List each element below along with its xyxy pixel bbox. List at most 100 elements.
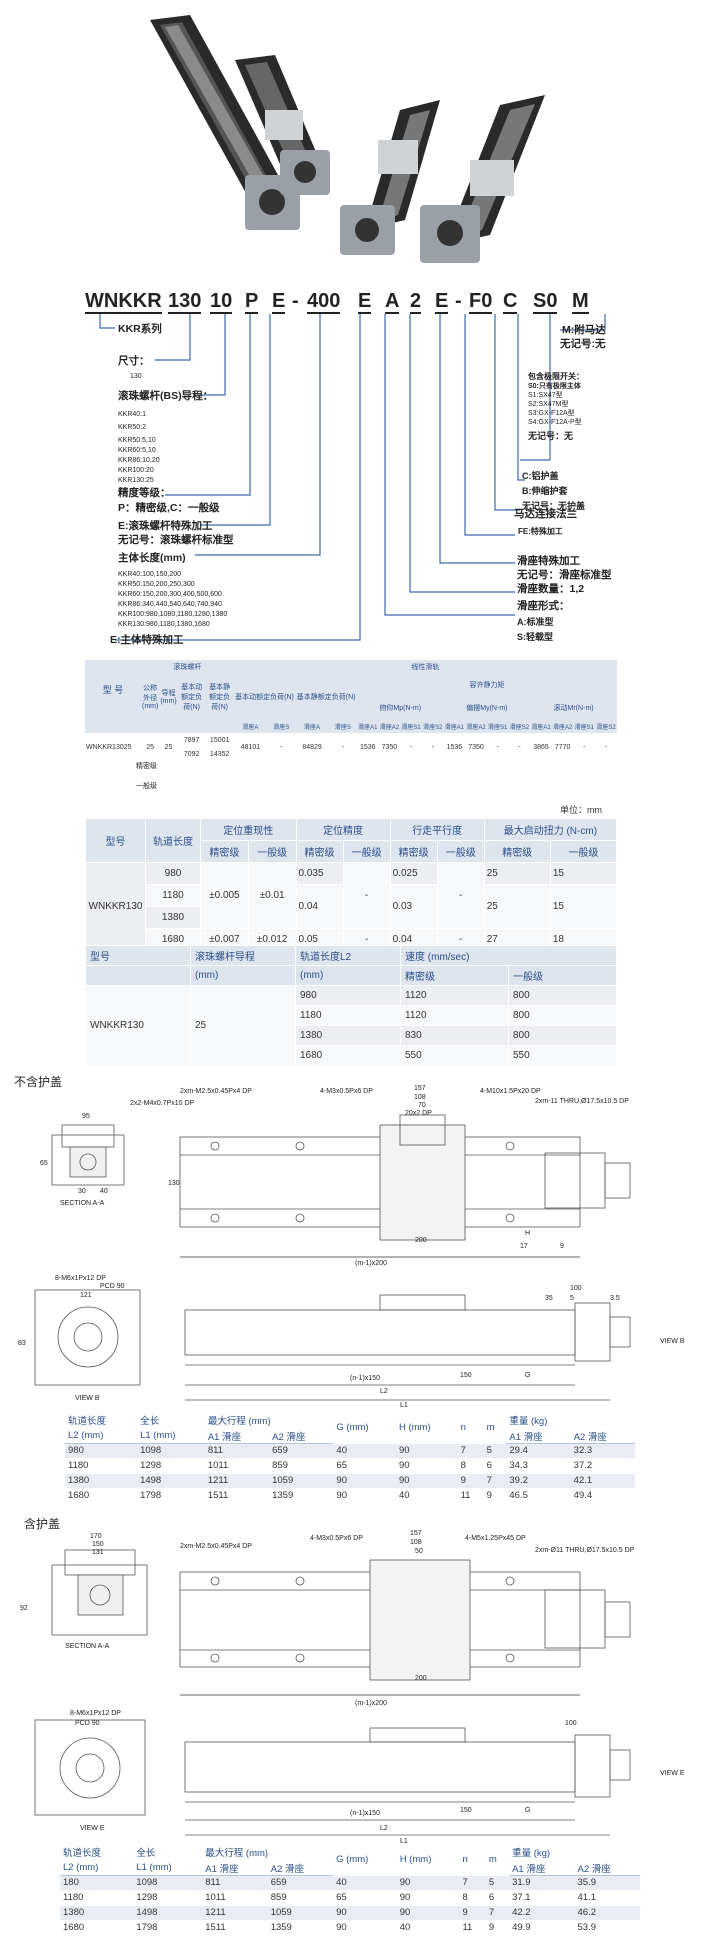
cell-ldA: 48101 <box>240 743 261 751</box>
code-part: E <box>358 290 372 314</box>
cell: 1298 <box>137 1458 205 1474</box>
section-title-with-cover: 含护盖 <box>24 1517 61 1531</box>
hdr-lead-unit: (mm) <box>190 965 296 986</box>
dim: 83 <box>18 1340 26 1347</box>
dim: 92 <box>20 1605 28 1612</box>
cell-my: 1536 <box>446 743 463 751</box>
product-photo <box>150 15 545 263</box>
drawing-with-cover: 170 150 131 2xm-M2.5x0.45Px4 DP 4-M3x0.5… <box>20 1530 685 1845</box>
code-part: E <box>272 290 286 314</box>
cell-lsS: - <box>341 743 345 751</box>
slide-label: 滑座S <box>334 724 351 731</box>
dim: 100 <box>565 1720 577 1727</box>
dec-slide-s: S:轻载型 <box>517 632 554 642</box>
hdr-ldyn: 基本动额定负荷(N) <box>235 693 294 701</box>
hdr: A1 滑座 <box>202 1860 268 1876</box>
cell: 1511 <box>204 1488 270 1504</box>
cell: 1180 <box>65 1458 138 1474</box>
cell-my: 7350 <box>468 743 484 751</box>
code-part: 400 <box>307 290 341 314</box>
dim: 150 <box>460 1807 472 1814</box>
cell-mr: - <box>583 743 586 751</box>
cell: 1680 <box>295 1045 401 1066</box>
hdr: 重量 (kg) <box>509 1845 640 1861</box>
dec-precision: 精度等级： <box>118 487 171 499</box>
dim: 200 <box>415 1237 427 1244</box>
cell: 7 <box>457 1443 484 1459</box>
cell: 35.9 <box>574 1875 640 1891</box>
cell-mp: - <box>409 743 413 751</box>
sub: 精密级 <box>200 840 249 863</box>
dim: 108 <box>414 1094 426 1101</box>
label: VIEW B <box>660 1338 685 1345</box>
hdr: L2 (mm) <box>65 1428 138 1444</box>
dim: 150 <box>92 1541 104 1548</box>
cell-mp: 7350 <box>381 743 398 751</box>
cell-lsA: 84829 <box>302 743 322 751</box>
cell: 1298 <box>133 1890 203 1906</box>
cell: 0.035 <box>295 862 344 885</box>
note: 4-M3x0.5Px6 DP <box>310 1535 363 1542</box>
hdr: m <box>485 1845 510 1876</box>
sub: 一般级 <box>247 840 297 863</box>
label: VIEW E <box>660 1770 685 1777</box>
cell: 811 <box>202 1875 268 1891</box>
cell: 8 <box>457 1458 484 1474</box>
dim: 157 <box>414 1085 426 1092</box>
cell: 800 <box>508 1005 617 1026</box>
cell: ±0.01 <box>247 862 297 929</box>
dec-length-list: KKR40:100,150,200 KKR50:150,200,250,300 … <box>118 570 227 629</box>
speed-table: 型号 滚珠螺杆导程 轨道长度L2 速度 (mm/sec) (mm) (mm) 精… <box>85 945 617 1066</box>
cell: 1180 <box>295 1005 401 1026</box>
hdr: A2 滑座 <box>267 1860 334 1876</box>
cell: 1680 <box>65 1488 138 1504</box>
dec-body-special: E:主体特殊加工 <box>110 634 184 646</box>
cell: 90 <box>333 1920 397 1936</box>
cell-my: - <box>496 743 499 751</box>
cell: 550 <box>508 1045 617 1066</box>
dim: (n-1)x150 <box>350 1375 380 1382</box>
cell: 1380 <box>295 1025 401 1046</box>
hdr-my: 偏摆My(N-m) <box>466 704 508 712</box>
cell: 180 <box>60 1875 134 1891</box>
cell: 90 <box>333 1488 396 1504</box>
slide-label: 滑座A2 <box>553 724 573 731</box>
dec-switch: 包含极限开关： <box>528 372 584 381</box>
hdr-p: 精密级 <box>400 965 509 986</box>
dim: 108 <box>410 1539 422 1546</box>
code-part: 2 <box>410 290 422 314</box>
cell: 9 <box>459 1905 486 1921</box>
hdr: H (mm) <box>396 1845 460 1876</box>
slide-label: 滑座S1 <box>574 724 594 731</box>
hdr-linear: 线性滑轨 <box>411 664 440 671</box>
sub: 一般级 <box>436 840 485 863</box>
dec-cover-none: 无记号：无护盖 <box>522 501 586 511</box>
cell: ±0.005 <box>200 862 249 929</box>
dim: (m-1)x200 <box>355 1700 387 1707</box>
sub: 一般级 <box>549 840 618 863</box>
cell: 1380 <box>65 1473 138 1489</box>
dim: 65 <box>40 1160 48 1167</box>
dec-switch-list: S0:只有极限主体 S1:SX47型 S2:SX47M型 S3:GX-F12A型… <box>528 382 582 427</box>
dec-series: KKR系列 <box>118 323 162 335</box>
dim: 9 <box>560 1243 564 1250</box>
cell: 46.5 <box>506 1488 571 1504</box>
code-part: M <box>572 290 589 314</box>
hdr-sta: 基本静额定负荷(N) <box>209 683 231 711</box>
hdr: A2 滑座 <box>269 1428 334 1444</box>
cell: 39.2 <box>506 1473 571 1489</box>
cell: 25 <box>483 884 551 929</box>
cell: 1498 <box>137 1473 205 1489</box>
cell-mp: 1536 <box>359 743 376 751</box>
dec-fe: FE:特殊加工 <box>518 527 563 536</box>
cell: 65 <box>333 1458 396 1474</box>
hdr: 型号 <box>85 818 146 863</box>
code-part: WNKKR <box>85 290 162 314</box>
list-item: KKR86:340,440,540,640,740,940 <box>118 601 222 608</box>
dec-slide-special: 滑座特殊加工 <box>517 555 580 567</box>
note: PCD 90 <box>75 1720 100 1727</box>
label: SECTION A-A <box>60 1200 105 1207</box>
